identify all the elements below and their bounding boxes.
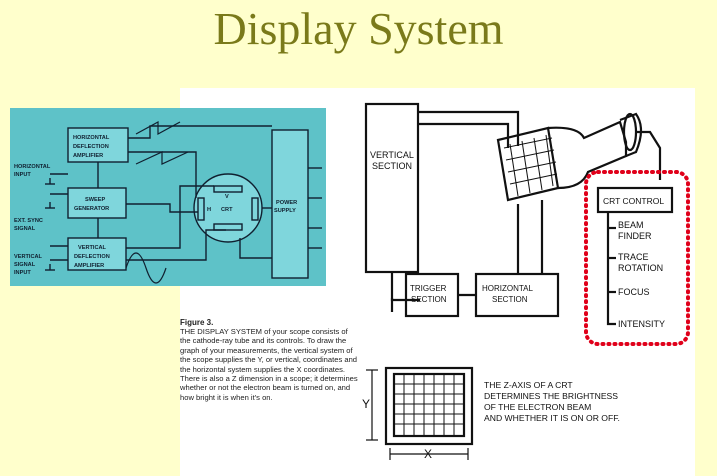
figure-title: Figure 3.: [180, 318, 214, 327]
power-supply-box: [271, 129, 309, 279]
vertical-section-label: VERTICAL: [370, 150, 414, 160]
trigger-section-label-2: SECTION: [411, 295, 447, 304]
control-trace-rotation: TRACE: [618, 252, 649, 262]
hda-label-1: HORIZONTAL: [73, 135, 110, 141]
vertical-section-label-2: SECTION: [372, 161, 412, 171]
horizontal-deflection-amplifier-box: [67, 127, 129, 163]
vertical-section-box: [364, 102, 420, 274]
sweep-label-2: GENERATOR: [74, 206, 109, 212]
control-beam-finder-2: FINDER: [618, 231, 652, 241]
vertical-signal-input-label-3: INPUT: [14, 270, 31, 276]
horizontal-input-label-2: INPUT: [14, 172, 31, 178]
display-system-sketch: VERTICAL SECTION TRIGGER SECTION HORIZON…: [362, 102, 690, 461]
ext-sync-label-2: SIGNAL: [14, 226, 36, 232]
crt-label: CRT: [221, 207, 233, 213]
crt-control-highlight: [584, 170, 690, 346]
vertical-deflection-amplifier-box: [67, 237, 127, 271]
oscilloscope-block-diagram: HORIZONTAL DEFLECTION AMPLIFIER SWEEP GE…: [14, 120, 322, 284]
crt-tube: [547, 120, 628, 190]
hda-label-3: AMPLIFIER: [73, 153, 103, 159]
vda-label-2: DEFLECTION: [74, 254, 110, 260]
power-supply-label-1: POWER: [276, 200, 297, 206]
plate-h-label: H: [207, 207, 211, 213]
slide-title: Display System: [213, 3, 504, 54]
horizontal-section-label: HORIZONTAL: [482, 284, 534, 293]
vertical-signal-input-label-1: VERTICAL: [14, 254, 43, 260]
control-focus: FOCUS: [618, 287, 650, 297]
grid-screen: [392, 372, 466, 438]
crt-control-label: CRT CONTROL: [603, 196, 664, 206]
z-axis-note-2: DETERMINES THE BRIGHTNESS: [484, 391, 618, 401]
x-axis-label: X: [424, 447, 432, 461]
vda-label-1: VERTICAL: [78, 245, 107, 251]
vertical-signal-input-label-2: SIGNAL: [14, 262, 36, 268]
control-trace-rotation-2: ROTATION: [618, 263, 663, 273]
sweep-label-1: SWEEP: [85, 197, 105, 203]
y-axis-label: Y: [362, 397, 370, 411]
trigger-section-label: TRIGGER: [410, 284, 447, 293]
z-axis-note-1: THE Z-AXIS OF A CRT: [484, 380, 573, 390]
power-supply-label-2: SUPPLY: [274, 208, 296, 214]
z-axis-note-3: OF THE ELECTRON BEAM: [484, 402, 591, 412]
hda-label-2: DEFLECTION: [73, 144, 109, 150]
control-intensity: INTENSITY: [618, 319, 665, 329]
plate-v-label: V: [225, 194, 229, 200]
z-axis-note-4: AND WHETHER IT IS ON OR OFF.: [484, 413, 620, 423]
ext-sync-label-1: EXT. SYNC: [14, 218, 43, 224]
control-beam-finder: BEAM: [618, 220, 644, 230]
horizontal-input-label-1: HORIZONTAL: [14, 164, 51, 170]
vda-label-3: AMPLIFIER: [74, 263, 104, 269]
figure-caption: THE DISPLAY SYSTEM of your scope consist…: [180, 327, 358, 402]
crt-control-box: [596, 186, 674, 214]
sweep-generator-box: [67, 187, 127, 219]
horizontal-section-label-2: SECTION: [492, 295, 528, 304]
